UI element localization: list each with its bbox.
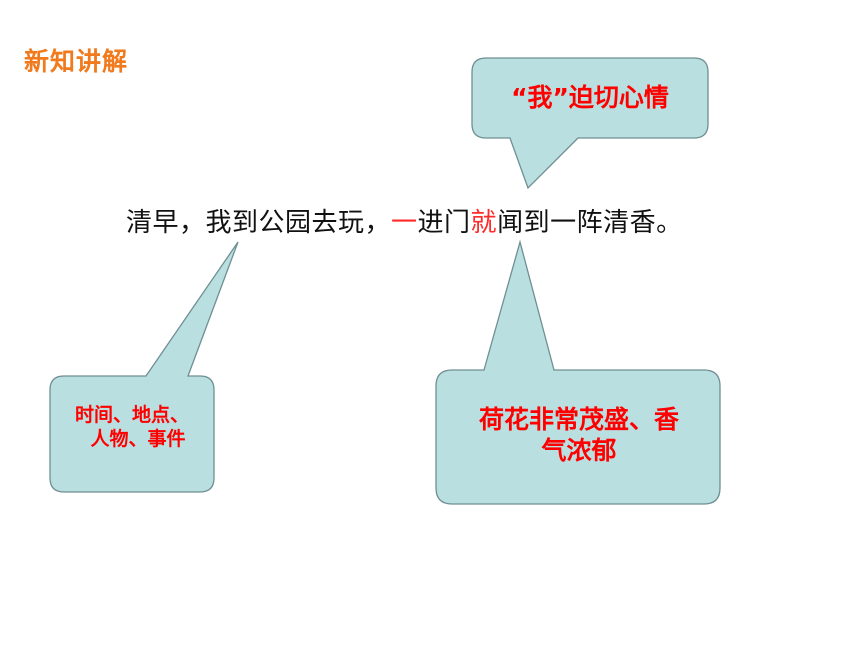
callout-right-line2: 气浓郁 xyxy=(541,436,617,466)
callout-right-shape xyxy=(435,239,721,505)
sentence-part2: 进门 xyxy=(417,208,471,238)
callout-left-shape xyxy=(49,241,239,493)
callout-top-text: “我”迫切心情 xyxy=(511,83,669,112)
callout-left-line2: 人物、事件 xyxy=(90,427,186,450)
sentence-highlight-jiu: 就 xyxy=(470,208,498,238)
sentence-highlight-yi: 一 xyxy=(391,208,418,238)
example-sentence: 清早，我到公园去玩，一进门就闻到一阵清香。 xyxy=(126,202,683,239)
sentence-part3: 闻到一阵清香。 xyxy=(497,208,683,238)
callout-left-line1: 时间、地点、 xyxy=(74,404,189,426)
callout-left-text: 时间、地点、 人物、事件 xyxy=(52,404,212,452)
callout-top-shape xyxy=(471,57,709,190)
callout-right-text: 荷花非常茂盛、香 气浓郁 xyxy=(452,404,706,467)
section-heading: 新知讲解 xyxy=(24,47,129,76)
callout-right-line1: 荷花非常茂盛、香 xyxy=(478,405,679,434)
sentence-part1: 清早，我到公园去玩， xyxy=(126,208,392,238)
